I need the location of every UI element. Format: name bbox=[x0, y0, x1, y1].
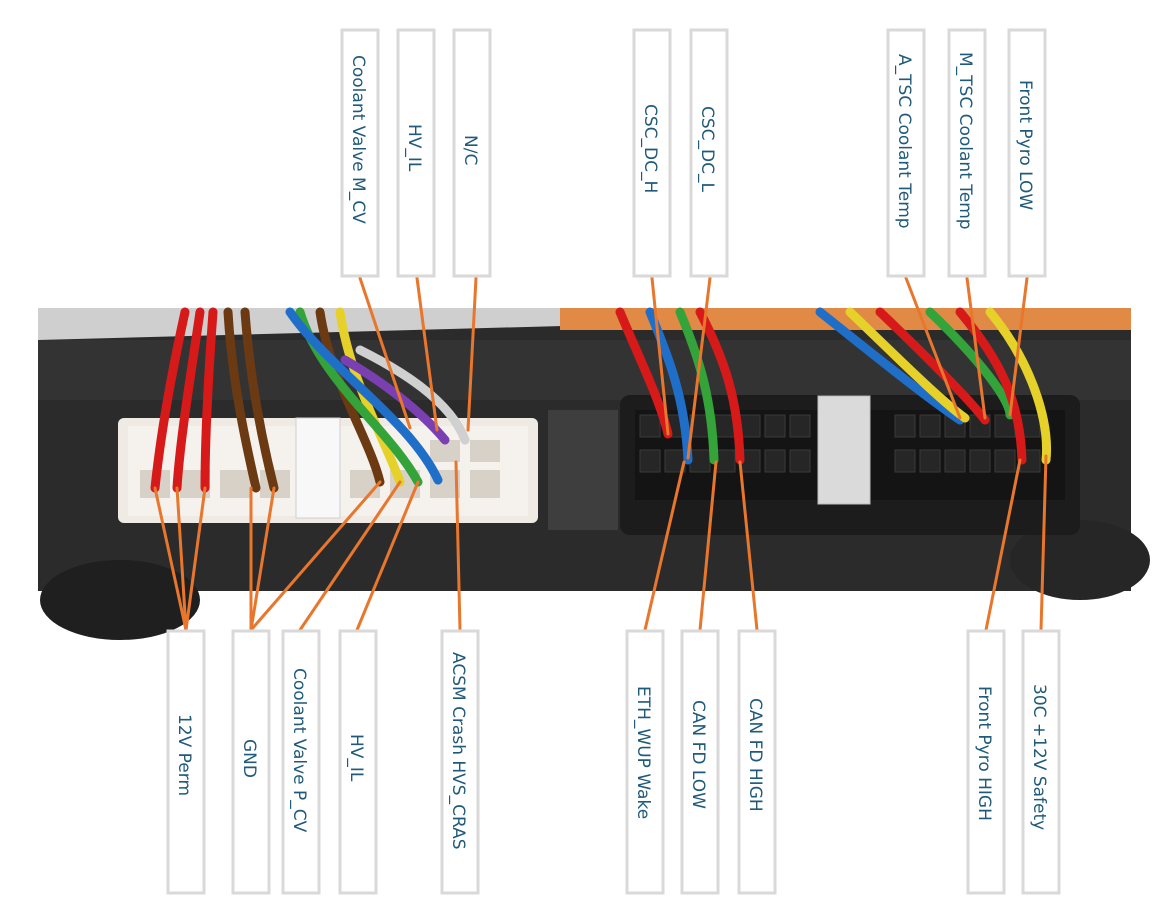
label-eth-wup-wake: ETH_WUP Wake bbox=[625, 629, 665, 895]
label-front-pyro-low: Front Pyro LOW bbox=[1007, 28, 1047, 278]
label-hv-il-bottom: HV_IL bbox=[338, 629, 378, 895]
label-gnd: GND bbox=[231, 629, 271, 895]
label-text: CAN FD HIGH bbox=[745, 698, 765, 812]
label-text: N/C bbox=[460, 135, 480, 165]
label-text: Front Pyro HIGH bbox=[974, 686, 994, 821]
label-text: Front Pyro LOW bbox=[1015, 80, 1035, 210]
label-text: CSC_DC_L bbox=[697, 106, 717, 192]
label-text: 30C +12V Safety bbox=[1029, 684, 1049, 830]
label-text: CSC_DC_H bbox=[640, 104, 660, 193]
connector-photo bbox=[38, 307, 1150, 640]
label-can-fd-high: CAN FD HIGH bbox=[737, 629, 777, 895]
label-m-tsc-coolant-temp: M_TSC Coolant Temp bbox=[947, 28, 987, 278]
label-a-tsc-coolant-temp: A_TSC Coolant Temp bbox=[886, 28, 926, 278]
top-labels: Coolant Valve M_CV HV_IL N/C CSC_DC_H CS… bbox=[340, 28, 1047, 278]
label-csc-dc-h: CSC_DC_H bbox=[632, 28, 672, 278]
leader-lines bbox=[153, 276, 1048, 632]
label-coolant-valve-m-cv: Coolant Valve M_CV bbox=[340, 28, 380, 278]
label-text: HV_IL bbox=[346, 734, 366, 782]
label-12v-perm: 12V Perm bbox=[166, 629, 206, 895]
label-text: M_TSC Coolant Temp bbox=[955, 52, 975, 230]
label-text: Coolant Valve M_CV bbox=[348, 55, 368, 224]
label-text: ETH_WUP Wake bbox=[633, 686, 653, 819]
label-nc: N/C bbox=[452, 28, 492, 278]
label-text: CAN FD LOW bbox=[688, 700, 708, 809]
label-30c-12v-safety: 30C +12V Safety bbox=[1021, 629, 1061, 895]
label-text: 12V Perm bbox=[174, 714, 194, 796]
label-text: Coolant Valve P_CV bbox=[289, 668, 309, 833]
label-text: ACSM Crash HVS_CRAS bbox=[448, 652, 468, 850]
label-front-pyro-high: Front Pyro HIGH bbox=[966, 629, 1006, 895]
label-can-fd-low: CAN FD LOW bbox=[680, 629, 720, 895]
label-acsm-crash: ACSM Crash HVS_CRAS bbox=[440, 629, 480, 895]
label-coolant-valve-p-cv: Coolant Valve P_CV bbox=[281, 629, 321, 895]
label-text: GND bbox=[239, 739, 259, 778]
label-text: A_TSC Coolant Temp bbox=[894, 54, 914, 229]
label-hv-il-top: HV_IL bbox=[396, 28, 436, 278]
bottom-labels: 12V Perm GND Coolant Valve P_CV HV_IL AC… bbox=[166, 629, 1061, 895]
label-csc-dc-l: CSC_DC_L bbox=[689, 28, 729, 278]
label-text: HV_IL bbox=[404, 124, 424, 172]
